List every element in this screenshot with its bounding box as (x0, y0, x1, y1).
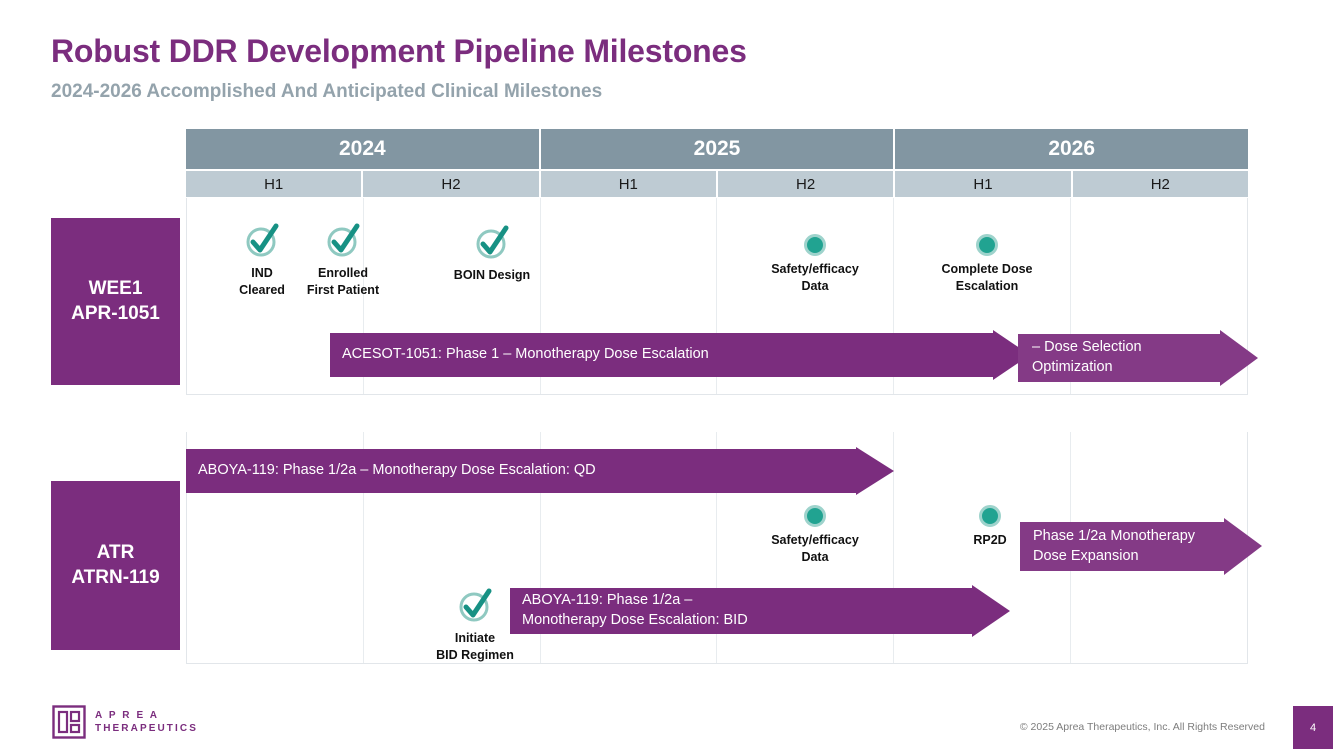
grid-cell (364, 432, 541, 663)
milestone-label: Safety/efficacy Data (771, 262, 859, 293)
milestone-label: Complete Dose Escalation (941, 262, 1033, 293)
check-circle-icon (459, 588, 492, 622)
milestone-label: Enrolled First Patient (306, 266, 380, 297)
page-title: Robust DDR Development Pipeline Mileston… (51, 33, 747, 69)
year-header-2025: 2025 (540, 129, 896, 169)
milestone-label: IND Cleared (239, 266, 285, 297)
milestone-initiate-bid-regimen: Initiate BID Regimen (420, 585, 530, 663)
arrow-label: ACESOT-1051: Phase 1 – Monotherapy Dose … (342, 346, 709, 363)
page-subtitle: 2024-2026 Accomplished And Anticipated C… (51, 81, 603, 102)
arrow-aboya-119-bid: ABOYA-119: Phase 1/2a – Monotherapy Dose… (510, 585, 1010, 637)
half-header-2026-h2: H2 (1072, 171, 1248, 197)
program-target: WEE1 (88, 278, 143, 300)
arrow-aboya-119-qd: ABOYA-119: Phase 1/2a – Monotherapy Dose… (186, 447, 894, 495)
grid-cell (541, 432, 718, 663)
timeline-year-header: 2024 2025 2026 (186, 129, 1249, 169)
arrow-shape (330, 330, 1030, 380)
arrow-label: – Dose Selection Optimization (1032, 339, 1142, 375)
milestone-complete-dose-escalation: Complete Dose Escalation (927, 234, 1047, 294)
year-header-2026: 2026 (895, 129, 1249, 169)
program-compound: ATRN-119 (71, 566, 160, 588)
program-label-wee1: WEE1 APR-1051 (51, 218, 180, 385)
page-number: 4 (1293, 706, 1333, 749)
check-circle-icon (327, 223, 360, 257)
grid-cell (187, 198, 364, 394)
check-circle-icon (246, 223, 279, 257)
timeline-half-header: H1 H2 H1 H2 H1 H2 (186, 171, 1248, 197)
grid-cell (541, 198, 718, 394)
check-circle-icon (476, 225, 509, 259)
grid-cell (717, 198, 895, 394)
milestone-boin-design: BOIN Design (437, 222, 547, 284)
milestone-dot-icon (979, 505, 1001, 527)
arrow-phase12a-dose-expansion: Phase 1/2a Monotherapy Dose Expansion (1020, 518, 1262, 575)
milestone-safety-efficacy-data-wee1: Safety/efficacy Data (755, 234, 875, 294)
milestone-rp2d: RP2D (955, 505, 1025, 549)
milestone-label: RP2D (973, 533, 1007, 547)
milestone-dot-icon (976, 234, 998, 256)
grid-cell (894, 198, 1072, 394)
milestone-dot-icon (804, 505, 826, 527)
logo-wordmark: A P R E A THERAPEUTICS (95, 709, 198, 735)
arrow-label: ABOYA-119: Phase 1/2a – Monotherapy Dose… (198, 462, 596, 479)
milestone-label: Initiate BID Regimen (436, 631, 514, 662)
milestone-enrolled-first-patient: Enrolled First Patient (288, 220, 398, 298)
footer-logo: A P R E A THERAPEUTICS (52, 705, 198, 739)
arrow-label: Phase 1/2a Monotherapy Dose Expansion (1033, 527, 1196, 564)
milestone-dot-icon (804, 234, 826, 256)
grid-cell (187, 432, 364, 663)
program-label-atr: ATR ATRN-119 (51, 481, 180, 650)
half-header-2025-h2: H2 (717, 171, 896, 197)
copyright-text: © 2025 Aprea Therapeutics, Inc. All Righ… (1019, 721, 1265, 733)
grid-cell (364, 198, 541, 394)
arrow-acesot-1051-phase1: ACESOT-1051: Phase 1 – Monotherapy Dose … (330, 330, 1030, 380)
year-header-2024: 2024 (186, 129, 541, 169)
program-compound: APR-1051 (71, 302, 160, 324)
half-header-2024-h1: H1 (186, 171, 364, 197)
arrow-dose-selection-optimization: – Dose Selection Optimization (1018, 330, 1258, 386)
milestone-label: Safety/efficacy Data (771, 533, 859, 564)
milestone-label: BOIN Design (453, 268, 531, 282)
logo-line-2: THERAPEUTICS (95, 723, 198, 734)
arrow-shape (1018, 330, 1258, 386)
milestone-safety-efficacy-data-atr: Safety/efficacy Data (755, 505, 875, 565)
arrow-shape (1020, 518, 1262, 575)
aprea-logo-icon (52, 705, 86, 739)
half-header-2025-h1: H1 (540, 171, 718, 197)
arrow-label: ABOYA-119: Phase 1/2a – Monotherapy Dose… (522, 592, 748, 628)
half-header-2026-h1: H1 (895, 171, 1073, 197)
program-target: ATR (96, 542, 135, 564)
arrow-shape (186, 447, 894, 495)
milestone-ind-cleared: IND Cleared (222, 220, 302, 298)
logo-line-1: A P R E A (95, 710, 160, 721)
half-header-2024-h2: H2 (363, 171, 541, 197)
grid-cell (717, 432, 895, 663)
arrow-shape (510, 585, 1010, 637)
